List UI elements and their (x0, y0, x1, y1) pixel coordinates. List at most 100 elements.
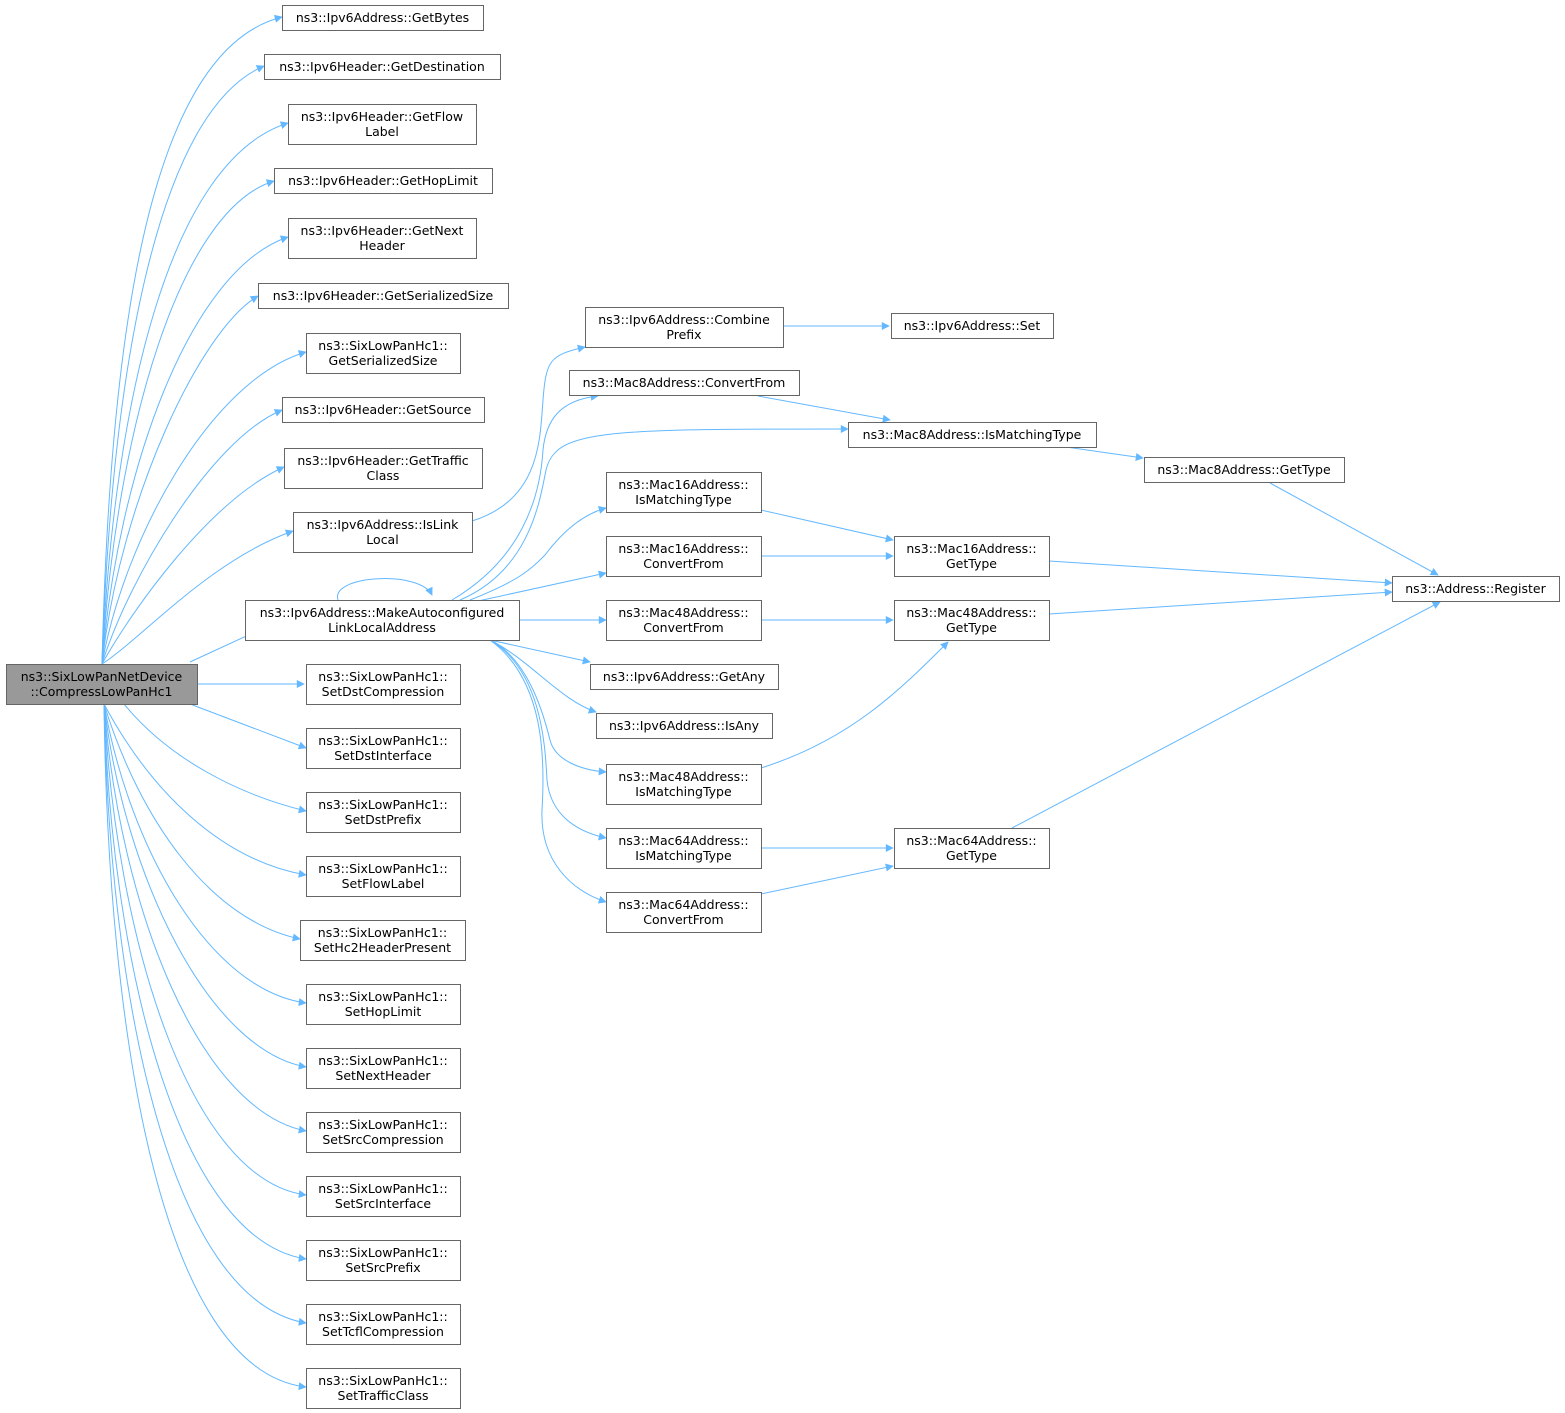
edge-root-n23 (103, 703, 307, 1391)
node-label-line: ns3::Ipv6Address::IsAny (609, 718, 760, 733)
node-label-line: ns3::Ipv6Address::GetAny (603, 669, 766, 684)
node-label-line: ns3::Mac16Address:: (618, 477, 748, 492)
node-box (606, 892, 762, 933)
edge-root-n2 (101, 65, 265, 665)
node-label-line: Local (366, 532, 398, 547)
node-sixlowpanhc1-setsrccompression[interactable]: ns3::SixLowPanHc1::SetSrcCompression (306, 1112, 461, 1153)
node-mac64address-ismatchingtype[interactable]: ns3::Mac64Address::IsMatchingType (606, 828, 762, 869)
node-address-register[interactable]: ns3::Address::Register (1392, 576, 1560, 602)
edge-root-n15 (103, 703, 307, 878)
node-label-line: ns3::Ipv6Address::Set (904, 318, 1041, 333)
node-box (894, 536, 1050, 577)
node-label-line: ns3::Mac16Address:: (906, 541, 1036, 556)
node-sixlowpanhc1-setdstcompression[interactable]: ns3::SixLowPanHc1::SetDstCompression (306, 664, 461, 705)
node-mac48address-ismatchingtype[interactable]: ns3::Mac48Address::IsMatchingType (606, 764, 762, 805)
node-label-line: ns3::Mac64Address:: (906, 833, 1036, 848)
node-label-line: ConvertFrom (643, 912, 723, 927)
node-ipv6address-getany[interactable]: ns3::Ipv6Address::GetAny (590, 664, 779, 690)
node-ipv6address-makeautoconfiguredlinklocaladdress[interactable]: ns3::Ipv6Address::MakeAutoconfiguredLink… (245, 600, 520, 641)
node-box (293, 512, 473, 553)
node-sixlowpanhc1-setdstinterface[interactable]: ns3::SixLowPanHc1::SetDstInterface (306, 728, 461, 769)
node-label-line: ns3::SixLowPanHc1:: (318, 1117, 447, 1132)
node-box (288, 218, 477, 259)
node-box (569, 370, 800, 396)
node-mac8address-ismatchingtype[interactable]: ns3::Mac8Address::IsMatchingType (848, 422, 1097, 448)
node-label-line: LinkLocalAddress (328, 620, 436, 635)
node-ipv6header-getdestination[interactable]: ns3::Ipv6Header::GetDestination (264, 54, 501, 80)
node-sixlowpanhc1-setdstprefix[interactable]: ns3::SixLowPanHc1::SetDstPrefix (306, 792, 461, 833)
node-box (891, 313, 1054, 339)
edge-m8-k4 (760, 641, 949, 769)
edge-root-n7 (101, 350, 307, 665)
node-box (306, 664, 461, 705)
node-box (282, 397, 485, 423)
edge-root-n10 (101, 529, 294, 665)
node-mac16address-ismatchingtype[interactable]: ns3::Mac16Address::IsMatchingType (606, 472, 762, 513)
edge-n11-m3 (469, 506, 607, 601)
node-label-line: ns3::Mac48Address:: (618, 769, 748, 784)
edge-root-n16 (103, 703, 301, 942)
node-label-line: ns3::Ipv6Address::GetBytes (296, 10, 469, 25)
node-label-line: IsMatchingType (635, 848, 732, 863)
node-label-line: ns3::SixLowPanHc1:: (318, 338, 447, 353)
node-mac16address-gettype[interactable]: ns3::Mac16Address::GetType (894, 536, 1050, 577)
node-mac48address-convertfrom[interactable]: ns3::Mac48Address::ConvertFrom (606, 600, 762, 641)
node-label-line: ns3::SixLowPanHc1:: (318, 1373, 447, 1388)
node-ipv6address-set[interactable]: ns3::Ipv6Address::Set (891, 313, 1054, 339)
edge-m2-k2 (757, 395, 891, 423)
node-sixlowpanhc1-getserializedsize[interactable]: ns3::SixLowPanHc1::GetSerializedSize (306, 333, 461, 374)
node-label-line: GetType (946, 556, 997, 571)
edge-k3-j2 (1048, 560, 1393, 587)
node-sixlowpanhc1-sethc2headerpresent[interactable]: ns3::SixLowPanHc1::SetHc2HeaderPresent (300, 920, 466, 961)
node-box (306, 984, 461, 1025)
node-sixlowpannetdevice-compresslowpanhc1[interactable]: ns3::SixLowPanNetDevice::CompressLowPanH… (6, 664, 198, 705)
edge-root-n17 (103, 703, 307, 1006)
node-label-line: SetHc2HeaderPresent (314, 940, 451, 955)
node-box (300, 920, 466, 961)
node-mac64address-convertfrom[interactable]: ns3::Mac64Address::ConvertFrom (606, 892, 762, 933)
node-sixlowpanhc1-sethoplimit[interactable]: ns3::SixLowPanHc1::SetHopLimit (306, 984, 461, 1025)
edge-root-n3 (101, 121, 289, 665)
edge-root-n13 (189, 703, 307, 750)
node-mac8address-gettype[interactable]: ns3::Mac8Address::GetType (1144, 457, 1345, 483)
node-box (306, 792, 461, 833)
node-ipv6header-getsource[interactable]: ns3::Ipv6Header::GetSource (282, 397, 485, 423)
node-sixlowpanhc1-setsrcinterface[interactable]: ns3::SixLowPanHc1::SetSrcInterface (306, 1176, 461, 1217)
edge-root-n8 (101, 409, 283, 665)
node-sixlowpanhc1-settrafficclass[interactable]: ns3::SixLowPanHc1::SetTrafficClass (306, 1368, 461, 1409)
node-mac8address-convertfrom[interactable]: ns3::Mac8Address::ConvertFrom (569, 370, 800, 396)
node-mac48address-gettype[interactable]: ns3::Mac48Address::GetType (894, 600, 1050, 641)
node-label-line: SetHopLimit (345, 1004, 422, 1019)
node-sixlowpanhc1-setflowlabel[interactable]: ns3::SixLowPanHc1::SetFlowLabel (306, 856, 461, 897)
node-label-line: ns3::SixLowPanHc1:: (318, 1245, 447, 1260)
node-sixlowpanhc1-settcflcompression[interactable]: ns3::SixLowPanHc1::SetTcflCompression (306, 1304, 461, 1345)
edge-root-n22 (103, 703, 307, 1326)
node-label-line: ns3::Mac64Address:: (618, 833, 748, 848)
node-box (606, 764, 762, 805)
edge-root-n19 (103, 703, 307, 1134)
node-label-line: SetNextHeader (335, 1068, 431, 1083)
node-box (288, 104, 477, 145)
node-box (306, 1304, 461, 1345)
node-label-line: SetSrcCompression (322, 1132, 443, 1147)
node-sixlowpanhc1-setsrcprefix[interactable]: ns3::SixLowPanHc1::SetSrcPrefix (306, 1240, 461, 1281)
edge-n11-m6 (489, 639, 591, 665)
node-ipv6header-getserializedsize[interactable]: ns3::Ipv6Header::GetSerializedSize (258, 283, 509, 309)
node-mac16address-convertfrom[interactable]: ns3::Mac16Address::ConvertFrom (606, 536, 762, 577)
edge-root-n1 (101, 14, 283, 665)
node-ipv6address-isany[interactable]: ns3::Ipv6Address::IsAny (596, 713, 773, 739)
node-label-line: ns3::Ipv6Header::GetFlow (301, 109, 463, 124)
node-sixlowpanhc1-setnextheader[interactable]: ns3::SixLowPanHc1::SetNextHeader (306, 1048, 461, 1089)
node-ipv6address-getbytes[interactable]: ns3::Ipv6Address::GetBytes (282, 5, 484, 31)
node-label-line: ns3::Ipv6Address::MakeAutoconfigured (260, 605, 505, 620)
node-label-line: ns3::Ipv6Header::GetSource (295, 402, 472, 417)
node-mac64address-gettype[interactable]: ns3::Mac64Address::GetType (894, 828, 1050, 869)
edge-m3-k3 (760, 509, 894, 543)
node-ipv6header-gethoplimit[interactable]: ns3::Ipv6Header::GetHopLimit (274, 168, 493, 194)
node-box (848, 422, 1097, 448)
